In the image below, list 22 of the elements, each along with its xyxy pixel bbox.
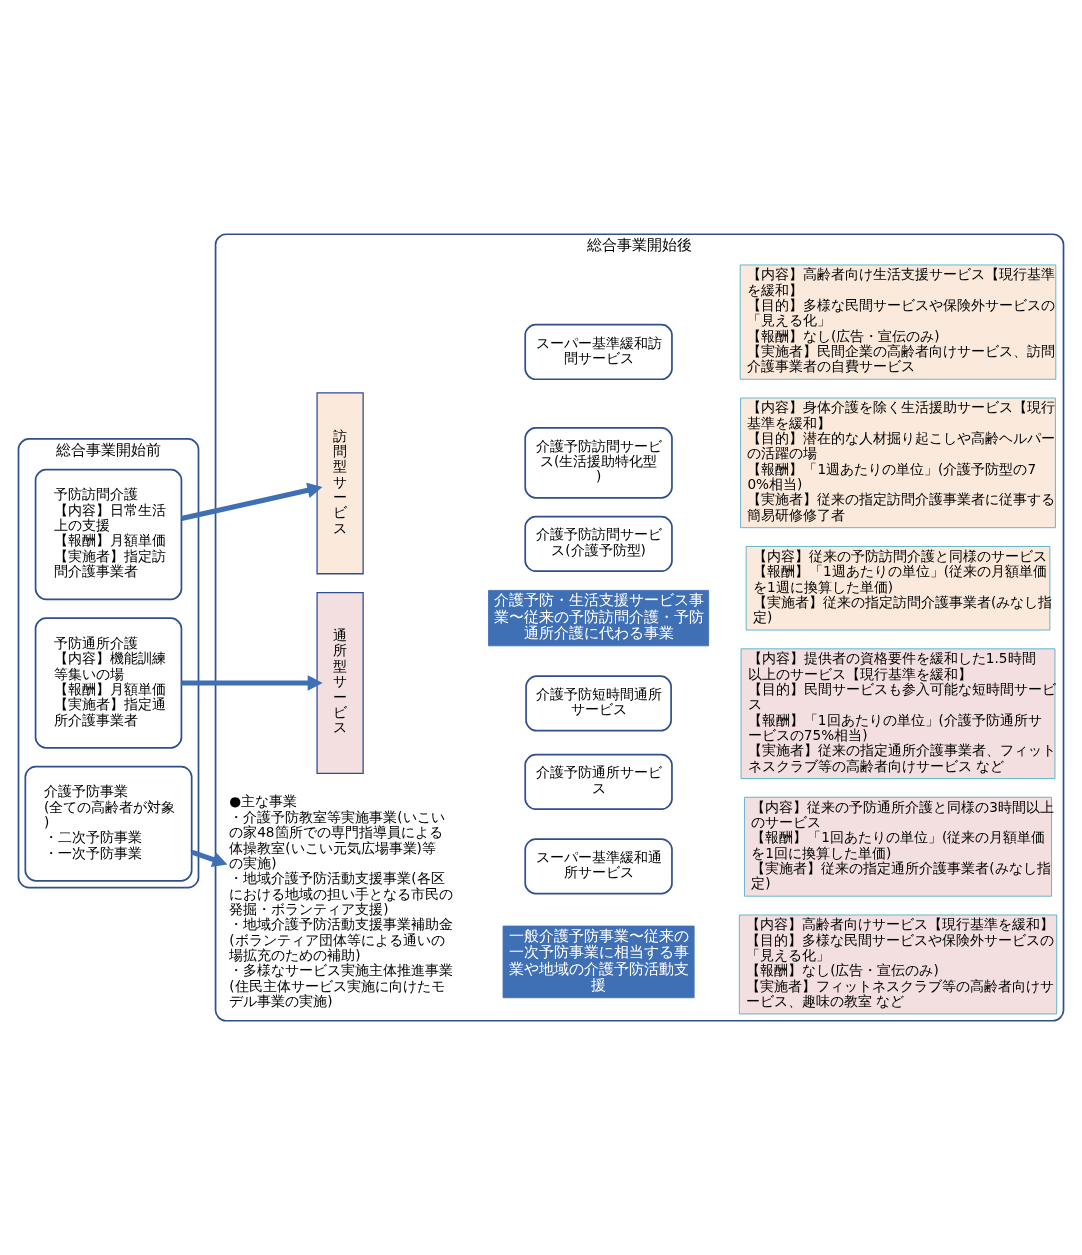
node-box: 介護予防訪問サービス(生活援助特化型) [524, 427, 673, 499]
node-box: 【内容】高齢者向け生活支援サービス【現行基準を緩和】 【目的】多様な民間サービスや保険外サービスの「見える化」 【報酬】なし(広告・宣伝のみ) 【実施者】民間企業の高齢者向けサービス、訪問介護事業者の自費サービス [739, 264, 1057, 380]
node-box: スーパー基準緩和訪問サービス [524, 323, 673, 381]
node-box: 【内容】身体介護を除く生活援助サービス【現行基準を緩和】 【目的】潜在的な人材掘り起こしや高齢ヘルパーの活躍の場 【報酬】「1週あたりの単位」(介護予防型の70%相当) 【実施者】従来の指定訪問介護事業者に従事する簡易研修修了者 [740, 397, 1056, 529]
node-box: 介護予防・生活支援サービス事業〜従来の予防訪問介護・予防通所介護に代わる事業 [488, 589, 710, 647]
arrow [180, 482, 323, 521]
node-box: 予防通所介護 【内容】機能訓練等集いの場 【報酬】月額単価 【実施者】指定通所介護事業者 [34, 617, 183, 749]
node-text: ●主な事業 ・介護予防教室等実施事業(いこいの家48箇所での専門指導員による体操教室(いこい元気広場事業)等の実施) ・地域介護予防活動支援事業(各区における地域の担い手となる市民の発掘・ボランティア支援) ・地域介護予防活動支援事業補助金(ボランティア団体等による通いの場拡充のための補助) ・多様なサービス実施主体推進事業(住民主体サービス実施に向けたモデル事業の実施) [229, 793, 454, 1010]
node-box: 介護予防通所サービス [524, 753, 673, 811]
node-box: スーパー基準緩和通所サービス [524, 838, 673, 895]
node-box: 訪問型サービス [316, 392, 364, 575]
node-box: 介護予防事業 (全ての高齢者が対象) ・二次予防事業 ・一次予防事業 [24, 765, 193, 882]
node-box: 介護予防訪問サービス(介護予防型) [524, 515, 673, 573]
node-box: 一般介護予防事業〜従来の一次予防事業に相当する事業や地域の介護予防活動支援 [502, 925, 695, 999]
node-box: 【内容】従来の予防訪問介護と同様のサービス 【報酬】「1週あたりの単位」(従来の月額単価を1週に換算した単価) 【実施者】従来の指定訪問介護事業者(みなし指定) [745, 546, 1051, 631]
arrow [181, 675, 323, 691]
node-box: 介護予防短時間通所サービス [525, 675, 672, 732]
node-box: 【内容】高齢者向けサービス【現行基準を緩和】 【目的】多様な民間サービスや保険外サービスの「見える化」 【報酬】なし(広告・宣伝のみ) 【実施者】フィットネスクラブ等の高齢者向けサービス、趣味の教室 など [738, 914, 1058, 1015]
arrow [190, 849, 228, 867]
node-box: 通所型サービス [316, 591, 364, 774]
node-box: 【内容】提供者の資格要件を緩和した1.5時間以上のサービス【現行基準を緩和】 【目的】民間サービスも参入可能な短時間サービス 【報酬】「1回あたりの単位」(介護予防通所サービスの75%相当) 【実施者】従来の指定通所介護事業者、フィットネスクラブ等の高齢者向けサービス など [740, 648, 1056, 779]
node-box: 予防訪問介護 【内容】日常生活上の支援 【報酬】月額単価 【実施者】指定訪問介護事業者 [34, 468, 183, 601]
